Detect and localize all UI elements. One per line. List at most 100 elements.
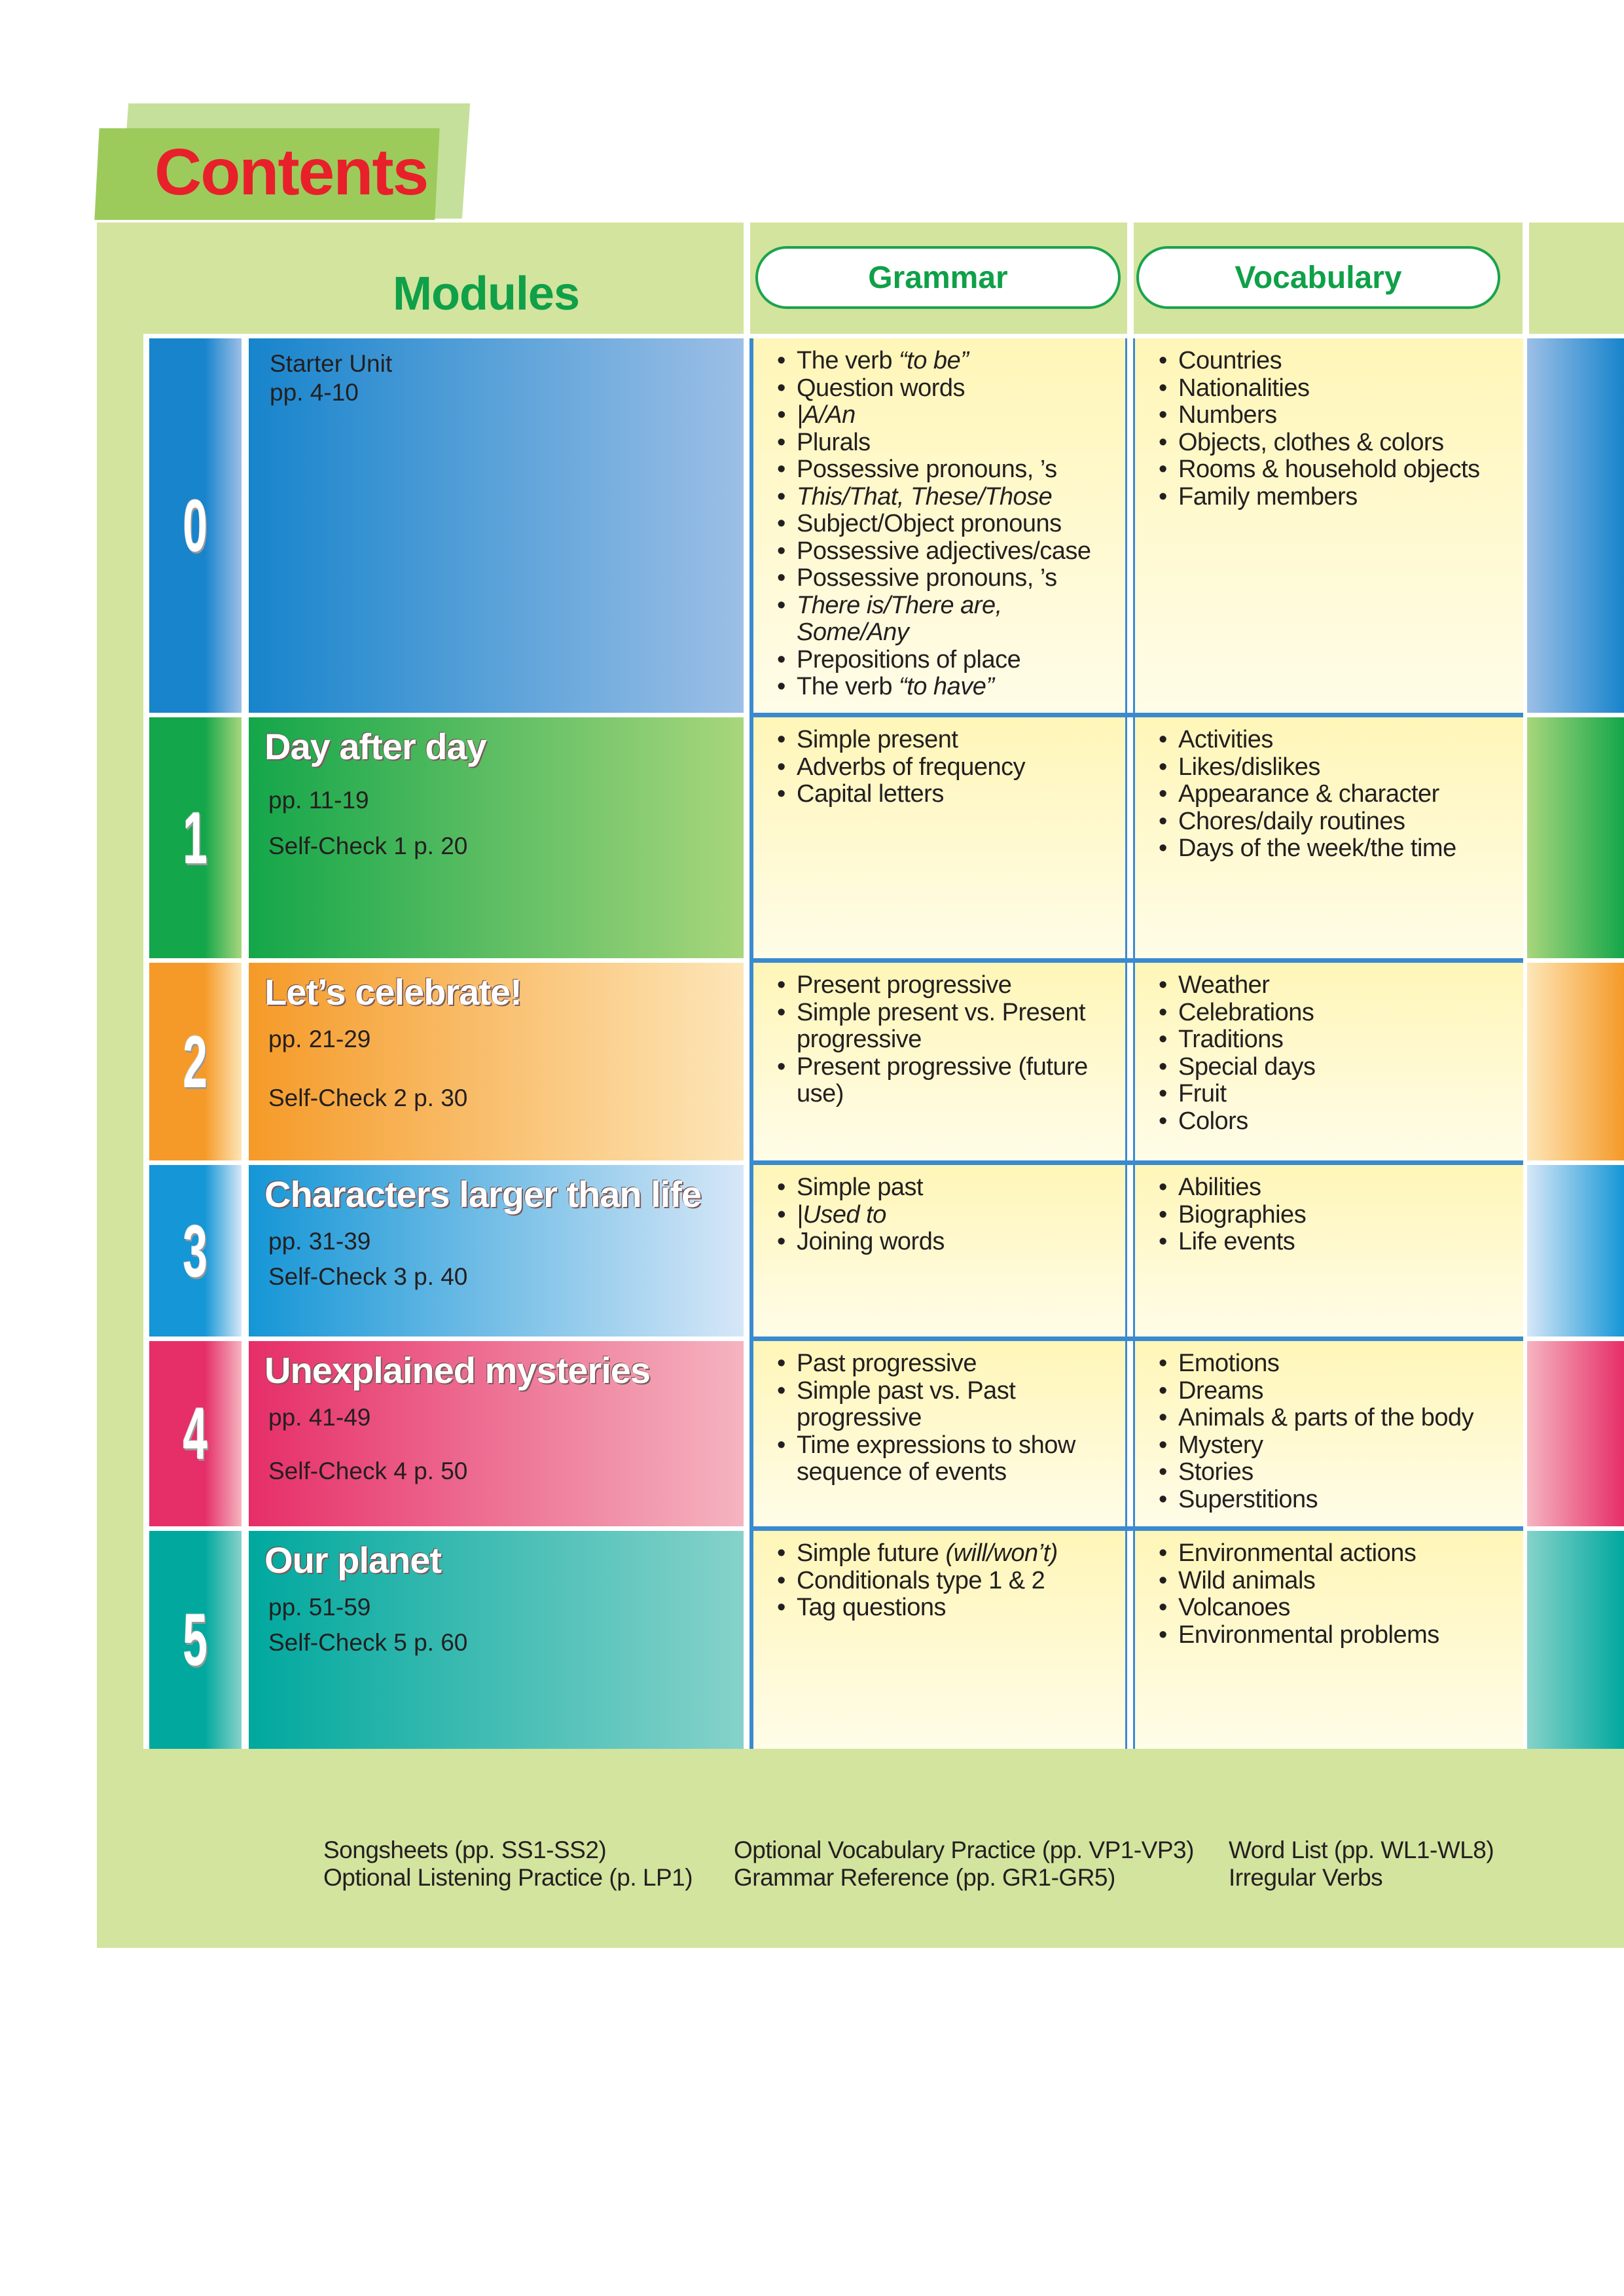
module-number-text: 1 <box>183 797 208 879</box>
grammar-list: Simple future (will/won’t)Conditionals t… <box>777 1539 1112 1622</box>
footer-item[interactable]: Songsheets (pp. SS1-SS2) <box>323 1837 607 1863</box>
header-divider <box>1127 223 1134 334</box>
module-pages: Self-Check 4 p. 50 <box>268 1458 468 1484</box>
vocabulary-item: Environmental actions <box>1159 1539 1510 1568</box>
vocabulary-item: Environmental problems <box>1159 1621 1510 1649</box>
grammar-list: Present progressiveSimple present vs. Pr… <box>777 971 1112 1108</box>
grammar-item: This/That, These/Those <box>777 483 1112 511</box>
side-strip <box>1527 1341 1624 1526</box>
row-divider <box>749 1336 1523 1341</box>
side-strip <box>1527 1531 1624 1749</box>
grammar-item: Possessive pronouns, ’s <box>777 456 1112 484</box>
module-pages: pp. 41-49 <box>268 1404 371 1431</box>
grammar-item: Possessive adjectives/case <box>777 537 1112 565</box>
grammar-item: Tag questions <box>777 1594 1112 1622</box>
vocabulary-item: Chores/daily routines <box>1159 808 1510 836</box>
vocabulary-item: Emotions <box>1159 1350 1510 1378</box>
module-number-text: 3 <box>183 1210 208 1292</box>
vocabulary-item: Activities <box>1159 726 1510 754</box>
footer-column-3: Word List (pp. WL1-WL8) Irregular Verbs <box>1229 1837 1494 1892</box>
footer-item[interactable]: Word List (pp. WL1-WL8) <box>1229 1837 1494 1863</box>
vocabulary-item: Weather <box>1159 971 1510 999</box>
vocabulary-item: Countries <box>1159 347 1510 375</box>
footer-item[interactable]: Irregular Verbs <box>1229 1864 1383 1891</box>
row-divider <box>749 958 1523 963</box>
vocabulary-list: Environmental actionsWild animalsVolcano… <box>1159 1539 1510 1649</box>
module-number: 1 <box>149 717 242 958</box>
vocabulary-item: Objects, clothes & colors <box>1159 429 1510 457</box>
row-divider <box>749 1526 1523 1531</box>
grammar-item: Time expressions to show sequence of eve… <box>777 1431 1112 1486</box>
side-strip <box>1527 338 1624 713</box>
grammar-item: |Used to <box>777 1201 1112 1229</box>
side-strip <box>1527 963 1624 1160</box>
header-divider <box>1523 223 1529 334</box>
grammar-item: Joining words <box>777 1228 1112 1256</box>
grammar-list: Past progressiveSimple past vs. Past pro… <box>777 1350 1112 1486</box>
vocabulary-item: Colors <box>1159 1107 1510 1136</box>
module-title[interactable]: Day after day <box>264 726 487 767</box>
grammar-item: Possessive pronouns, ’s <box>777 564 1112 592</box>
grammar-cell: Past progressiveSimple past vs. Past pro… <box>749 1341 1127 1526</box>
vocabulary-item: Family members <box>1159 483 1510 511</box>
footer-item[interactable]: Optional Listening Practice (p. LP1) <box>323 1864 693 1891</box>
vocabulary-item: Traditions <box>1159 1026 1510 1054</box>
footer-item[interactable]: Optional Vocabulary Practice (pp. VP1-VP… <box>734 1837 1194 1863</box>
module-title[interactable]: Characters larger than life <box>264 1174 702 1215</box>
vocabulary-list: WeatherCelebrationsTraditionsSpecial day… <box>1159 971 1510 1136</box>
grammar-item: Simple past <box>777 1174 1112 1202</box>
grammar-cell: Simple presentAdverbs of frequencyCapita… <box>749 717 1127 958</box>
vocabulary-item: Mystery <box>1159 1431 1510 1460</box>
grammar-cell: The verb “to be”Question words|A/AnPlura… <box>749 338 1127 713</box>
vocabulary-item: Rooms & household objects <box>1159 456 1510 484</box>
grammar-item: Adverbs of frequency <box>777 753 1112 781</box>
module-title[interactable]: Our planet <box>264 1539 442 1581</box>
vocabulary-list: CountriesNationalitiesNumbersObjects, cl… <box>1159 347 1510 511</box>
grammar-item: |A/An <box>777 401 1112 429</box>
module-number-text: 4 <box>183 1393 208 1475</box>
grammar-item: Simple present vs. Present progressive <box>777 999 1112 1054</box>
module-pages: pp. 4-10 <box>270 379 359 406</box>
module-pages: pp. 31-39 <box>268 1228 371 1255</box>
vocabulary-item: Numbers <box>1159 401 1510 429</box>
grammar-item: There is/There are, Some/Any <box>777 592 1112 647</box>
vocabulary-cell: Environmental actionsWild animalsVolcano… <box>1133 1531 1523 1749</box>
module-pages: pp. 11-19 <box>268 787 369 814</box>
grammar-item: Present progressive (future use) <box>777 1053 1112 1108</box>
grammar-item: Subject/Object pronouns <box>777 510 1112 538</box>
vocabulary-item: Biographies <box>1159 1201 1510 1229</box>
side-strip <box>1527 1165 1624 1336</box>
module-number-text: 0 <box>183 484 208 567</box>
module-number: 2 <box>149 963 242 1160</box>
module-pages: Self-Check 2 p. 30 <box>268 1085 468 1111</box>
grammar-header: Grammar <box>755 246 1121 309</box>
module-number: 0 <box>149 338 242 713</box>
vocabulary-list: EmotionsDreamsAnimals & parts of the bod… <box>1159 1350 1510 1513</box>
vocabulary-list: AbilitiesBiographiesLife events <box>1159 1174 1510 1256</box>
module-number-text: 5 <box>183 1599 208 1681</box>
module-title[interactable]: Unexplained mysteries <box>264 1350 651 1391</box>
module-title[interactable]: Let’s celebrate! <box>264 971 522 1013</box>
vocabulary-cell: EmotionsDreamsAnimals & parts of the bod… <box>1133 1341 1523 1526</box>
row-divider <box>749 713 1523 717</box>
module-pages: Starter Unit <box>270 350 393 377</box>
grammar-item: Prepositions of place <box>777 646 1112 674</box>
vocabulary-cell: WeatherCelebrationsTraditionsSpecial day… <box>1133 963 1523 1160</box>
vocabulary-item: Life events <box>1159 1228 1510 1256</box>
footer-item[interactable]: Grammar Reference (pp. GR1-GR5) <box>734 1864 1115 1891</box>
vocabulary-item: Volcanoes <box>1159 1594 1510 1622</box>
grammar-item: Plurals <box>777 429 1112 457</box>
grammar-item: Simple present <box>777 726 1112 754</box>
module-pages: pp. 51-59 <box>268 1594 371 1621</box>
module-number: 5 <box>149 1531 242 1749</box>
